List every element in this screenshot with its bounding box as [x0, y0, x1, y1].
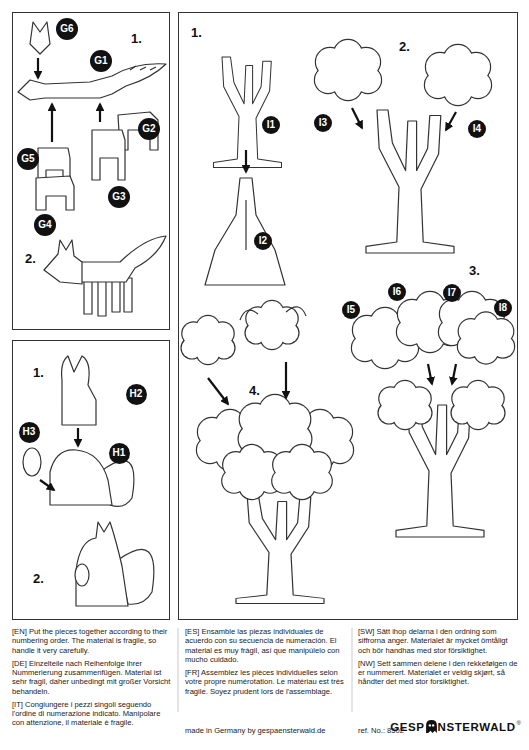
tree-step-4: [182, 301, 353, 604]
tree-step-3: [352, 292, 514, 537]
callout-number: I8: [494, 299, 512, 317]
callout-number: H3: [19, 422, 40, 443]
part-number: G1: [94, 56, 107, 66]
instruction-text: [DE] Einzelteile nach Reihenfolge ihrer …: [12, 659, 174, 696]
part-number: G3: [112, 192, 125, 202]
fox-parts: [18, 22, 166, 210]
callout-number: G3: [108, 186, 130, 208]
callout-number: I7: [443, 284, 461, 302]
callout-number: G5: [17, 148, 39, 170]
ghost-icon: [426, 720, 437, 733]
instruction-text: [SW] Sätt ihop delarna i den ordning som…: [358, 627, 520, 655]
instruction-text: [IT] Congiungere i pezzi singoli seguend…: [12, 700, 174, 728]
callout-number: G2: [138, 118, 160, 140]
brand-logo-text: NSTERWALD: [438, 721, 516, 733]
callout-number: I5: [342, 301, 360, 319]
step-number: 3.: [469, 263, 480, 278]
instruction-text: [FR] Assemblez les pièces individuelles …: [185, 668, 347, 696]
part-number: H1: [113, 448, 126, 458]
part-number: I7: [448, 288, 456, 298]
text-column: [SW] Sätt ihop delarna i den ordning som…: [358, 627, 520, 687]
part-number: G6: [60, 24, 73, 34]
callout-number: H1: [109, 443, 130, 464]
step-number: 1.: [33, 365, 44, 380]
instruction-panel: 1. 2. G6G1G2G5G3G4: [12, 12, 170, 330]
step-number: 2.: [399, 39, 410, 54]
logo-slot: NSTERWALD: [438, 721, 516, 733]
assembly-arrow: [38, 58, 100, 142]
assembly-arrow: [245, 150, 247, 172]
assembly-arrow: [40, 428, 78, 490]
part-number: G4: [38, 220, 51, 230]
logo-slot: ®: [516, 720, 521, 726]
instruction-text: [NW] Sett sammen delene i den rekkefølge…: [358, 659, 520, 687]
part-number: H3: [23, 427, 36, 437]
instruction-text: [EN] Put the pieces together according t…: [12, 627, 174, 655]
step-number: 1.: [131, 31, 142, 46]
callout-number: G4: [34, 214, 56, 236]
callout-number: G6: [56, 18, 78, 40]
animal-parts: [23, 356, 134, 506]
column-divider: [178, 628, 352, 712]
assembly-arrow: [428, 364, 456, 384]
text-column: [ES] Ensamble las piezas individuales de…: [185, 627, 347, 696]
callout-number: H2: [126, 384, 147, 405]
instruction-panel: 1. 2. 3. 4. I1 I3I4I2I5 I6 I7I8: [178, 12, 518, 620]
assembly-arrow: [208, 362, 286, 404]
reference-number: ref. No.: 8502: [358, 726, 404, 735]
part-number: I1: [267, 120, 275, 130]
brand-logo: GESP NSTERWALD ®: [390, 720, 521, 733]
callout-number: I4: [468, 120, 486, 138]
instruction-text: [ES] Ensamble las piezas individuales de…: [185, 627, 347, 664]
part-number: I2: [259, 236, 267, 246]
fox-assembled: [44, 236, 166, 316]
animal-assembled: [75, 522, 154, 606]
part-number: I3: [319, 118, 327, 128]
text-column: [EN] Put the pieces together according t…: [12, 627, 174, 728]
callout-number: I3: [314, 114, 332, 132]
part-number: H2: [130, 389, 143, 399]
callout-number: G1: [90, 50, 112, 72]
tree-step-2: [315, 40, 491, 253]
instruction-panel: 1. 2. H2H3H1: [12, 340, 170, 620]
part-number: I4: [473, 124, 481, 134]
step-number: 2.: [33, 571, 44, 586]
part-number: G5: [21, 154, 34, 164]
step-number: 2.: [25, 251, 36, 266]
callout-number: I6: [388, 283, 406, 301]
assembly-arrow: [352, 108, 456, 130]
callout-number: I2: [254, 232, 272, 250]
step-number: 4.: [249, 383, 260, 398]
tree-parts: [205, 57, 285, 285]
part-number: I6: [393, 287, 401, 297]
part-number: I8: [499, 303, 507, 313]
footer-note: made in Germany by gespaensterwald.de: [185, 726, 326, 735]
part-number: G2: [142, 124, 155, 134]
step-number: 1.: [191, 25, 202, 40]
callout-number: I1: [262, 116, 280, 134]
registered-mark: ®: [517, 720, 521, 726]
part-number: I5: [347, 305, 355, 315]
